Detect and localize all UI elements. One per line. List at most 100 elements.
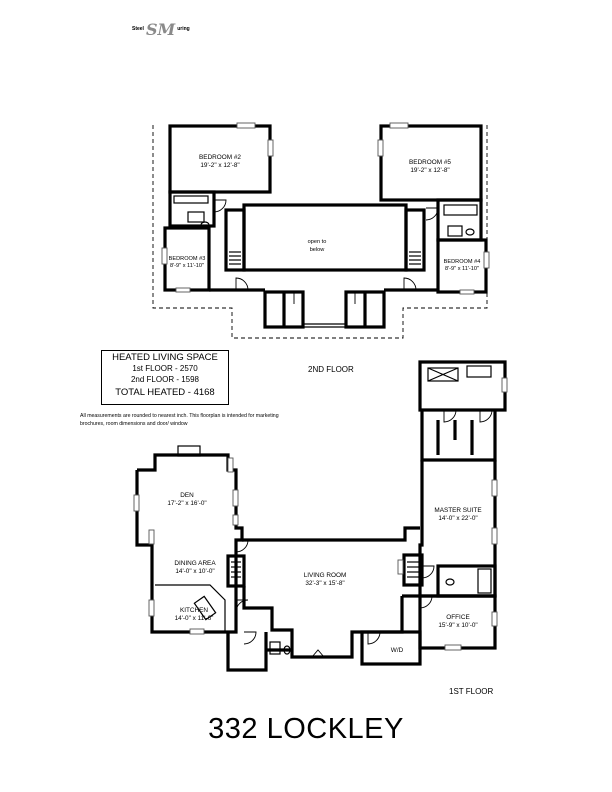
door-swing — [235, 277, 249, 291]
door-swing — [443, 409, 457, 423]
window — [189, 628, 205, 635]
stair-west-1st — [226, 554, 246, 588]
measurement-disclaimer: All measurements are rounded to nearest … — [80, 413, 279, 427]
kitchen-counter — [155, 584, 226, 632]
door-swing — [421, 565, 435, 579]
tub-mark — [427, 367, 459, 382]
stair-left-2nd — [224, 208, 246, 272]
master-suite-name: MASTER SUITE — [434, 507, 481, 514]
kitchen-name: KITCHEN — [180, 607, 208, 614]
window — [491, 611, 498, 627]
window — [459, 289, 475, 295]
dining-area-dimensions: 14'-0" x 10'-0" — [175, 568, 214, 575]
window — [397, 559, 404, 575]
tub-icon — [173, 195, 209, 204]
kitchen-dimensions: 14'-0" x 11'-6" — [175, 615, 214, 622]
stair-treads-right — [409, 251, 421, 265]
window — [161, 247, 168, 265]
bath-2nd-left — [168, 190, 216, 228]
open-to-below-area — [242, 203, 408, 272]
window — [491, 527, 498, 545]
door-swing — [403, 277, 417, 291]
kitchen-island — [193, 595, 217, 621]
window — [148, 599, 155, 617]
window — [175, 287, 191, 293]
tub-icon — [443, 204, 478, 216]
window — [501, 377, 508, 393]
window — [148, 529, 155, 545]
bedroom-2-walls — [168, 124, 272, 194]
window — [232, 514, 239, 526]
living-room-name: LIVING ROOM — [304, 572, 347, 579]
window — [267, 139, 274, 157]
vanity-icon — [269, 641, 281, 655]
window — [483, 251, 490, 269]
second-floor-label: 2ND FLOOR — [308, 365, 354, 374]
first-floor-plan: DEN 17'-2" x 16'-0" DINING AREA 14'-0" x… — [133, 360, 508, 672]
door-swing — [235, 599, 249, 613]
heated-total: TOTAL HEATED - 4168 — [115, 387, 215, 398]
window — [236, 122, 256, 129]
stair-treads-left — [229, 251, 241, 265]
bedroom-5-dimensions: 19'-2" x 12'-8" — [410, 167, 449, 174]
company-logo: Steel SM uring — [132, 19, 190, 39]
stair-treads-west — [231, 561, 241, 578]
stair-east-1st — [402, 553, 424, 587]
stair-right-2nd — [404, 208, 426, 272]
logo-mark-icon: SM — [145, 19, 176, 39]
fireplace-icon — [177, 445, 201, 457]
door-swing — [479, 409, 493, 423]
master-suite-walls — [418, 460, 497, 598]
window — [491, 479, 498, 497]
window — [227, 457, 234, 473]
window — [133, 494, 140, 512]
stair-treads-east — [407, 561, 419, 578]
living-room-dimensions: 32'-3" x 15'-8" — [305, 580, 344, 587]
powder-room-walls — [226, 632, 292, 672]
bedroom-3-dimensions: 8'-9" x 11'-10" — [170, 263, 204, 269]
toilet-icon — [283, 645, 291, 655]
logo-text-right: uring — [177, 26, 190, 32]
property-address: 332 LOCKLEY — [208, 713, 404, 745]
laundry-label: W/D — [391, 647, 404, 654]
bedroom-2-name: BEDROOM #2 — [199, 154, 241, 161]
door-swing — [235, 539, 249, 553]
window — [444, 644, 462, 651]
window — [389, 122, 409, 129]
living-room-walls — [242, 526, 420, 659]
closet-dividers — [436, 420, 474, 455]
bedroom-4-dimensions: 8'-9" x 11'-10" — [445, 266, 479, 272]
second-floor-plan: BEDROOM #2 19'-2" x 12'-8" BEDROOM #5 19… — [152, 122, 490, 339]
office-dimensions: 15'-9" x 10'-0" — [438, 622, 477, 629]
vanity-icon — [466, 365, 492, 378]
bedroom-2-dimensions: 19'-2" x 12'-8" — [200, 162, 239, 169]
den-dimensions: 17'-2" x 16'-0" — [167, 500, 206, 507]
bedroom-5-walls — [379, 124, 483, 202]
door-swing — [425, 207, 439, 221]
roof-outline-2nd — [152, 125, 488, 339]
vanity-icon — [187, 211, 205, 223]
bedroom-5-name: BEDROOM #5 — [409, 159, 451, 166]
window — [232, 489, 239, 507]
den-name: DEN — [180, 492, 194, 499]
toilet-icon — [465, 228, 475, 236]
vanity-icon — [447, 225, 463, 237]
door-swing — [419, 595, 433, 609]
first-floor-label: 1ST FLOOR — [449, 687, 494, 696]
door-swing — [213, 199, 227, 213]
open-to-below-line2: below — [310, 247, 326, 253]
heated-living-space-box: HEATED LIVING SPACE 1st FLOOR - 2570 2nd… — [101, 350, 229, 405]
window — [377, 139, 384, 157]
shower-icon — [477, 568, 492, 594]
heated-title: HEATED LIVING SPACE — [112, 352, 218, 363]
open-to-below-line1: open to — [308, 239, 327, 245]
bedroom-3-name: BEDROOM #3 — [169, 256, 206, 262]
logo-text-left: Steel — [132, 26, 144, 32]
door-swing — [243, 631, 257, 645]
dining-area-name: DINING AREA — [174, 560, 216, 567]
master-suite-dimensions: 14'-0" x 22'-0" — [438, 515, 477, 522]
west-wing-walls — [135, 453, 244, 650]
toilet-icon — [445, 578, 455, 586]
heated-first-floor: 1st FLOOR - 2570 — [132, 364, 198, 373]
bedroom-4-name: BEDROOM #4 — [444, 259, 481, 265]
